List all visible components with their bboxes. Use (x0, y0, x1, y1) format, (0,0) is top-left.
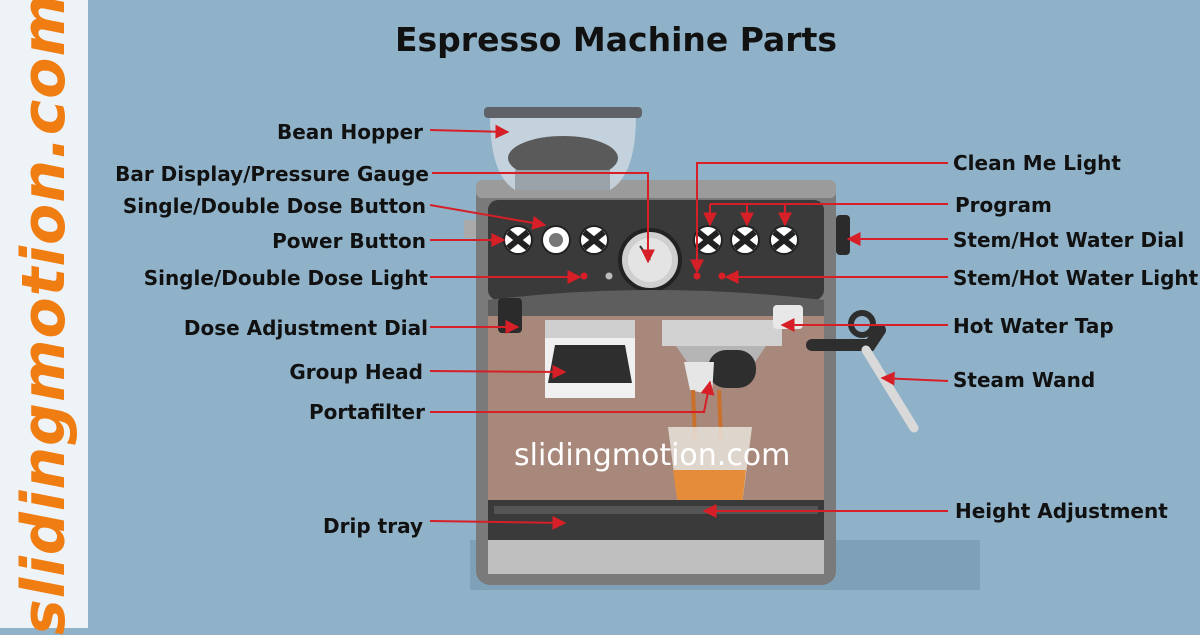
arrow-pressure-gauge (432, 172, 655, 264)
side-switch (464, 220, 476, 238)
espresso-in-cup (673, 470, 746, 505)
clean-me-light (693, 272, 701, 280)
label-drip-tray: Drip tray (323, 514, 423, 538)
diagram-title: Espresso Machine Parts (395, 20, 838, 59)
arrow-group-head (429, 364, 567, 379)
watermark: slidingmotion.com (514, 438, 791, 473)
label-dose-light: Single/Double Dose Light (143, 266, 428, 290)
pressure-gauge (618, 228, 682, 292)
label-program: Program (955, 193, 1052, 217)
label-pressure-gauge: Bar Display/Pressure Gauge (115, 162, 429, 186)
label-steam-wand: Steam Wand (953, 368, 1096, 392)
label-steam-light: Stem/Hot Water Light (953, 266, 1199, 290)
group-head (548, 345, 632, 383)
steam-wand (861, 345, 919, 433)
dose-light-2 (605, 272, 613, 280)
arrow-portafilter (430, 380, 715, 413)
arrow-clean-me-light (690, 162, 948, 274)
arrow-bean-hopper (429, 124, 510, 139)
brew-head (662, 320, 782, 346)
dose-light (580, 272, 588, 280)
steam-water-light (718, 272, 726, 280)
portafilter (708, 350, 756, 388)
panel-buttons (503, 225, 799, 255)
pointer-arrows (429, 124, 949, 530)
drip-tray-front (488, 540, 824, 574)
arrow-drip-tray (429, 515, 567, 530)
grinder-outlet (545, 320, 635, 338)
steam-wand-joint (806, 324, 886, 351)
brand-sidebar: slidingmotion.com (0, 0, 88, 635)
arrow-steam-wand (880, 371, 949, 386)
arrow-dose-button (429, 204, 547, 230)
label-hot-water-tap: Hot Water Tap (953, 314, 1114, 338)
bean-hopper (484, 107, 642, 190)
steam-dial-knob (836, 215, 850, 255)
label-dose-dial: Dose Adjustment Dial (183, 316, 428, 340)
upper-band (488, 290, 824, 316)
label-power-button: Power Button (272, 229, 426, 253)
hot-water-tap (773, 305, 803, 329)
coffee-beans (508, 136, 618, 180)
label-height-adjustment: Height Adjustment (955, 499, 1168, 523)
label-bean-hopper: Bean Hopper (276, 120, 423, 144)
label-clean-me-light: Clean Me Light (953, 151, 1121, 175)
label-dose-button: Single/Double Dose Button (122, 194, 426, 218)
label-group-head: Group Head (289, 360, 423, 384)
label-steam-dial: Stem/Hot Water Dial (953, 228, 1185, 252)
label-portafilter: Portafilter (309, 400, 425, 424)
